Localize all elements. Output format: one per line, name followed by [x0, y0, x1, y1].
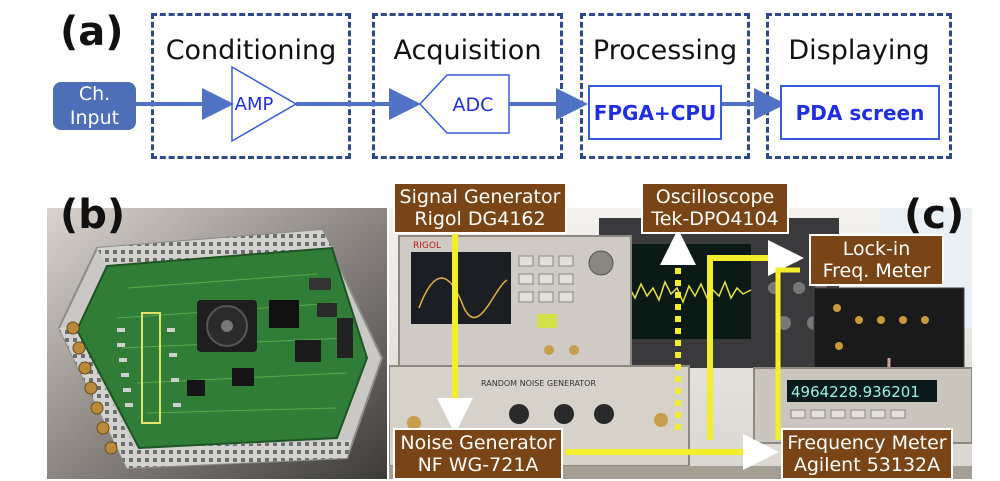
displaying-stage-box — [766, 13, 952, 159]
panel-c-label: (c) — [904, 192, 965, 238]
frequency-meter-line1: Frequency Meter — [787, 432, 947, 454]
hardware-board-photo — [47, 208, 387, 479]
signal-generator-callout: Signal Generator Rigol DG4162 — [393, 182, 567, 234]
pda-screen-box: PDA screen — [780, 85, 940, 140]
frequency-meter-line2: Agilent 53132A — [793, 454, 941, 476]
signal-generator-line1: Signal Generator — [399, 186, 561, 208]
fpga-cpu-box: FPGA+CPU — [588, 85, 722, 140]
path-branch-to-lockin-2 — [775, 267, 800, 440]
adc-label: ADC — [452, 94, 494, 116]
stage-title-conditioning: Conditioning — [165, 35, 337, 66]
channel-input-line2: Input — [69, 107, 120, 129]
stage-title-acquisition: Acquisition — [393, 35, 542, 66]
signal-generator-line2: Rigol DG4162 — [414, 208, 546, 230]
processing-stage-box — [580, 13, 750, 159]
stage-title-processing: Processing — [592, 35, 738, 66]
rigol-brand-text: RIGOL — [413, 241, 441, 251]
frequency-meter-callout: Frequency Meter Agilent 53132A — [781, 428, 953, 480]
lockin-callout: Lock-in Freq. Meter — [809, 234, 944, 286]
hardware-board-illustration — [47, 208, 387, 479]
oscilloscope-callout: Oscilloscope Tek-DPO4104 — [641, 182, 789, 234]
stage-title-displaying: Displaying — [788, 35, 930, 66]
noise-panel-text: RANDOM NOISE GENERATOR — [481, 379, 596, 388]
fpga-cpu-label: FPGA+CPU — [593, 100, 717, 125]
channel-input-line1: Ch. — [78, 83, 111, 105]
lockin-line2: Freq. Meter — [822, 260, 931, 282]
amp-label: AMP — [234, 94, 274, 115]
panel-a-label: (a) — [60, 9, 124, 55]
lockin-line1: Lock-in — [842, 238, 911, 260]
panel-b-label: (b) — [60, 192, 126, 238]
oscilloscope-line1: Oscilloscope — [655, 186, 775, 208]
noise-generator-line2: NF WG-721A — [417, 454, 539, 476]
meter-display-text: 4964228.936201 — [791, 383, 920, 401]
oscilloscope-line2: Tek-DPO4104 — [651, 208, 779, 230]
path-branch-to-lockin — [707, 240, 804, 440]
channel-input-box: Ch. Input — [53, 82, 136, 130]
noise-generator-line1: Noise Generator — [400, 432, 556, 454]
noise-generator-callout: Noise Generator NF WG-721A — [393, 428, 563, 480]
conditioning-stage-box — [151, 13, 351, 159]
acquisition-stage-box — [372, 13, 563, 159]
pda-screen-label: PDA screen — [795, 100, 925, 125]
